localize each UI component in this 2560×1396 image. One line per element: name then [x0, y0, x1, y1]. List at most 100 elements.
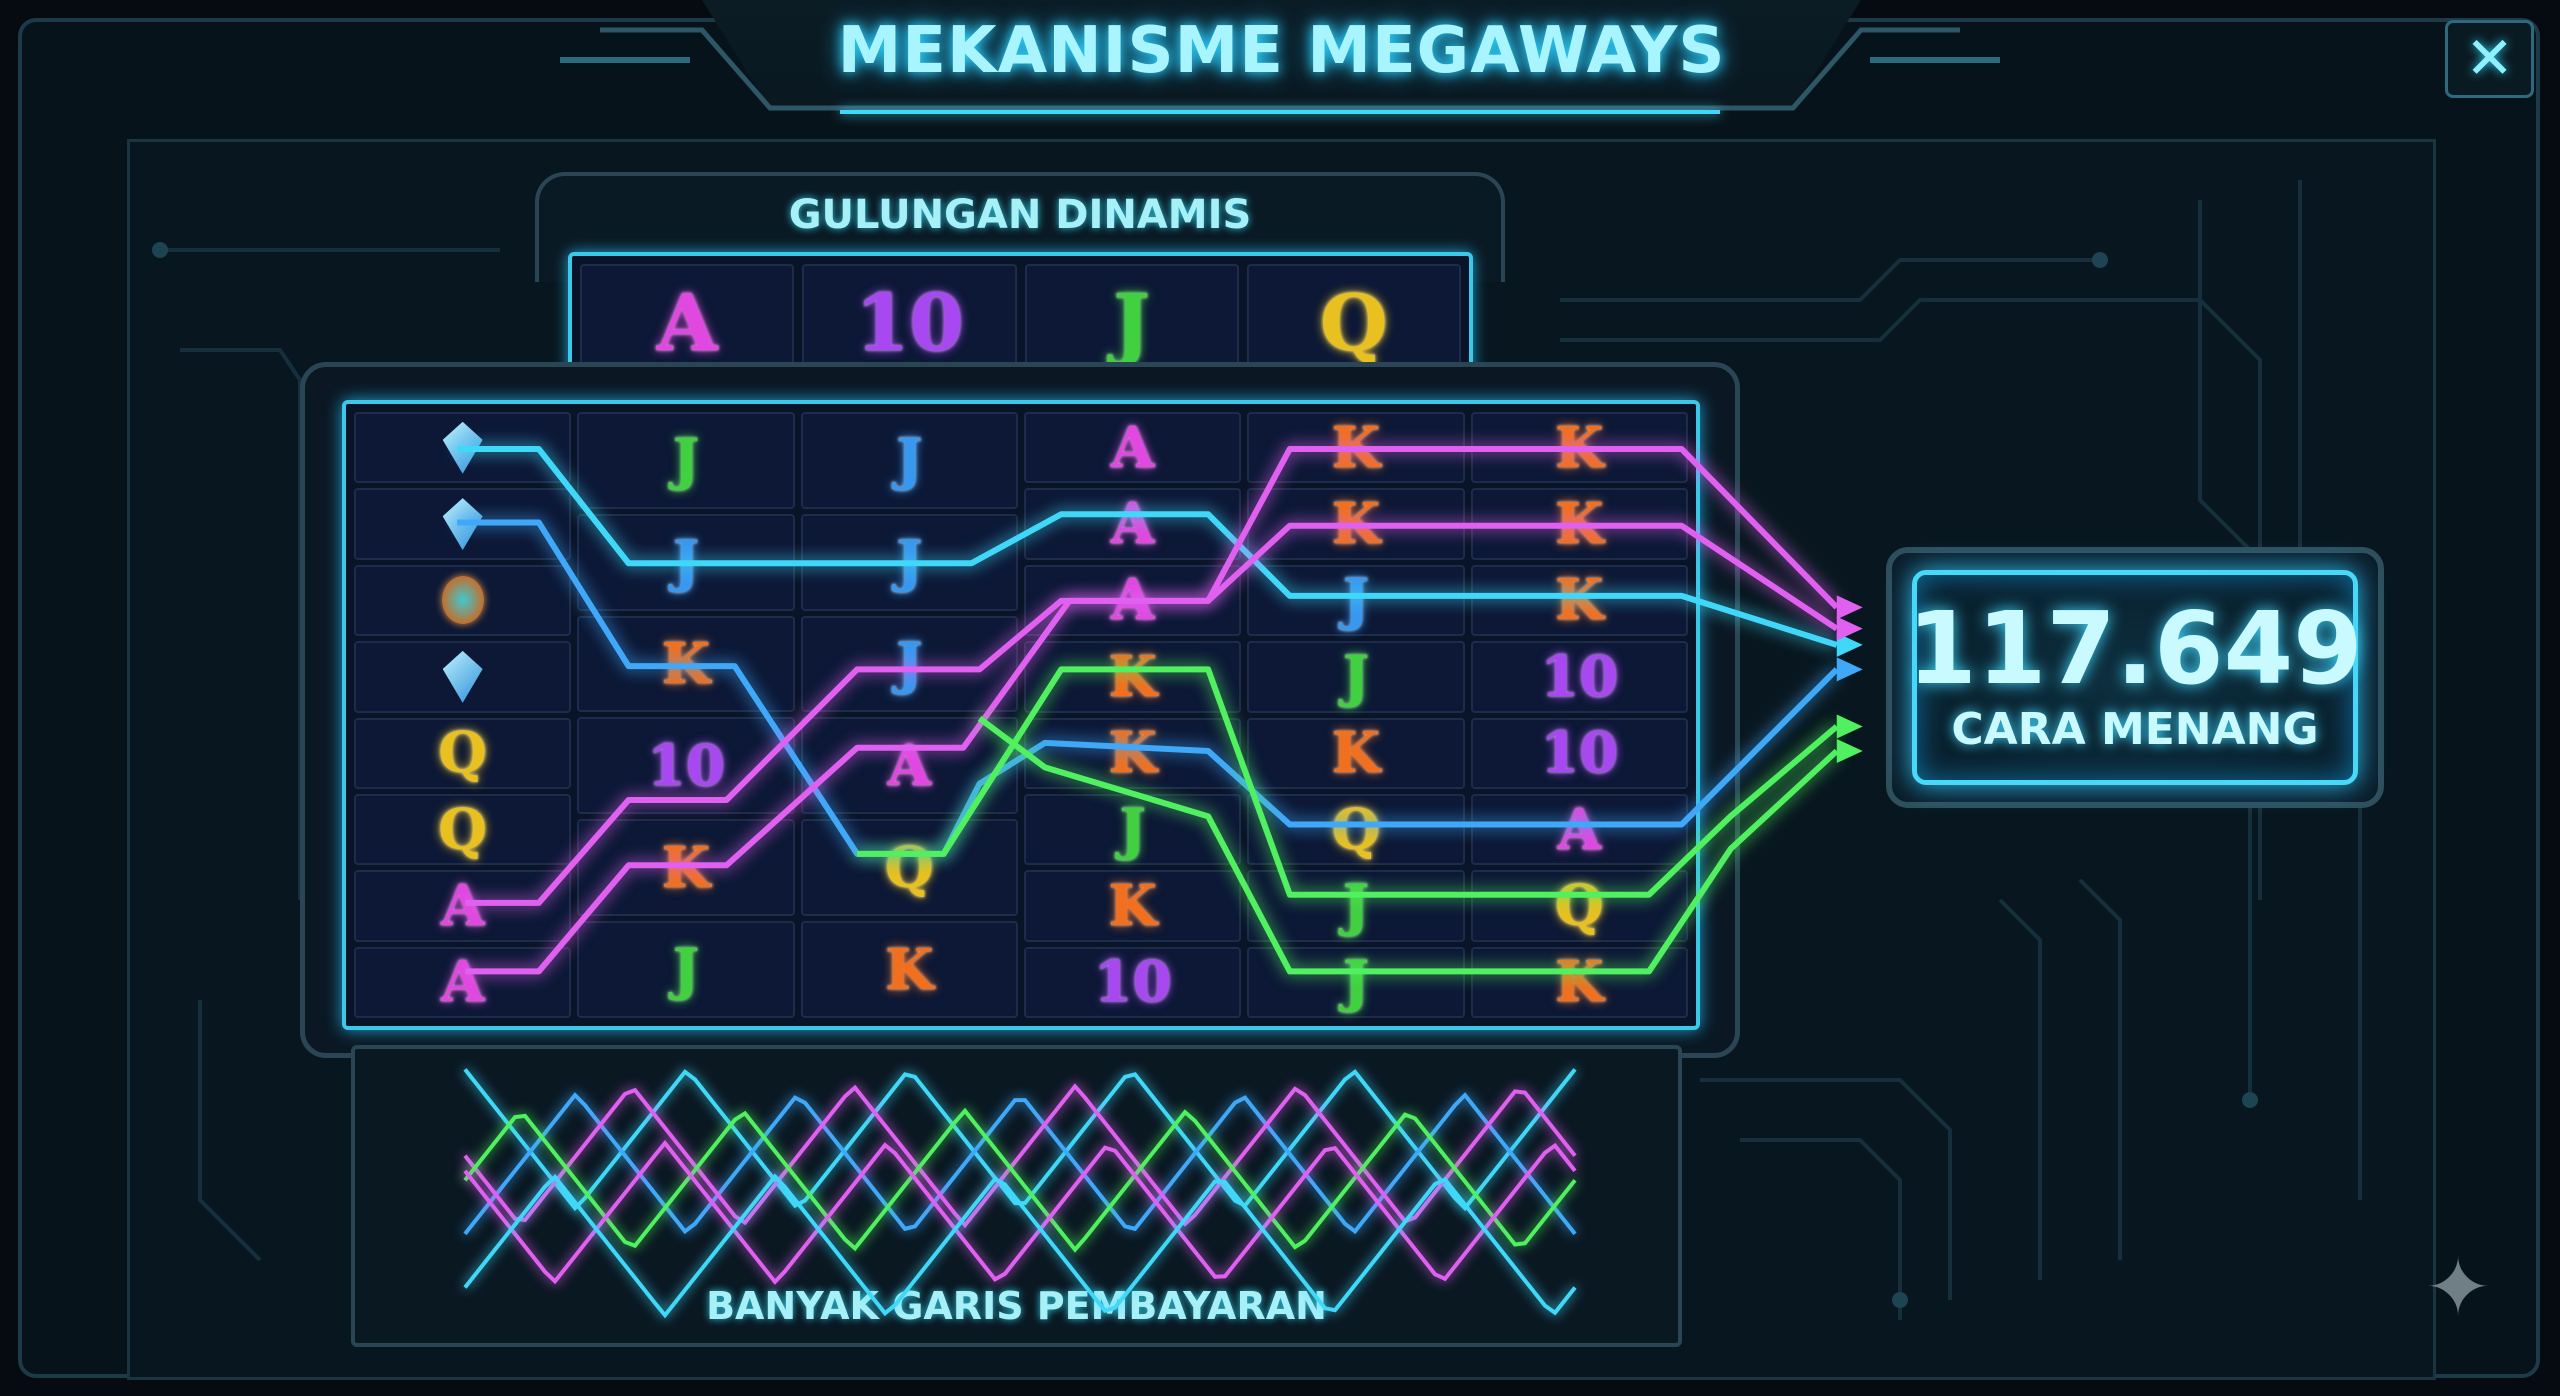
- reel-symbol: Q: [884, 834, 934, 901]
- reel-symbol: A: [1110, 567, 1155, 634]
- reel-cell: A: [354, 870, 572, 942]
- reel-symbol: J: [896, 529, 923, 596]
- reel-symbol: 10: [855, 278, 964, 369]
- paylines-panel-label: BANYAK GARIS PEMBAYARAN: [706, 1284, 1327, 1328]
- title-banner-border: [560, 27, 2000, 114]
- reel-cell: A: [1470, 793, 1688, 866]
- reel-cell: A: [1023, 412, 1242, 484]
- reel-cell: Q: [1247, 793, 1465, 866]
- reel-cell: 10: [577, 717, 795, 815]
- reel-cell: K: [1247, 412, 1465, 484]
- reel-symbol: J: [672, 427, 700, 494]
- reel-symbol: Q: [438, 720, 488, 787]
- title-banner: [702, 0, 1861, 111]
- reel-cell: K: [1247, 717, 1465, 789]
- reel-cell: K: [1470, 946, 1688, 1018]
- blue-gem-icon: [442, 498, 483, 551]
- reel-symbol: K: [661, 631, 711, 698]
- reel-cell: 10: [1023, 946, 1242, 1018]
- reel-symbol: J: [1113, 278, 1151, 369]
- reel-cell: J: [800, 615, 1018, 713]
- reel-symbol: K: [884, 936, 934, 1003]
- reel-cell: J: [1247, 946, 1465, 1018]
- amber-orb-icon: [441, 576, 484, 625]
- reel-cell: J: [1247, 870, 1465, 942]
- reel-cell: [354, 412, 572, 484]
- reel-symbol: A: [1110, 491, 1155, 558]
- reel-cell: J: [1247, 641, 1465, 713]
- reel-symbol: J: [896, 631, 923, 698]
- reel-symbol: Q: [1554, 872, 1604, 939]
- close-button[interactable]: ✕: [2445, 20, 2534, 98]
- reel-cell: K: [1470, 412, 1688, 484]
- reel-cell: J: [577, 513, 795, 611]
- reel-symbol: 10: [1093, 949, 1172, 1016]
- reel-symbol: A: [1557, 796, 1602, 863]
- reel-cell: J: [800, 513, 1018, 611]
- reel-symbol: Q: [438, 796, 488, 863]
- reel-symbol: A: [887, 732, 932, 799]
- reel-header-label: GULUNGAN DINAMIS: [788, 192, 1252, 238]
- sparkle-icon: ✦: [2424, 1241, 2492, 1334]
- reel-cell: Q: [800, 819, 1018, 917]
- reel-cell: K: [1023, 641, 1242, 713]
- close-icon: ✕: [2465, 24, 2514, 92]
- reel-cell: J: [1023, 793, 1242, 866]
- reel-cell: A: [1023, 488, 1242, 560]
- reel-cell: Q: [354, 717, 572, 789]
- reel-cell: K: [577, 819, 795, 917]
- reel-cell: 10: [1470, 641, 1688, 713]
- reel-symbol: J: [1342, 949, 1370, 1016]
- reel-symbol: K: [1554, 567, 1604, 634]
- reel-symbol: Q: [1319, 278, 1388, 369]
- reel-symbol: 10: [1540, 720, 1619, 787]
- reel-symbol: J: [672, 936, 700, 1003]
- reel-cell: K: [1023, 717, 1242, 789]
- reel-symbol: J: [1342, 567, 1370, 634]
- reel-symbol: 10: [647, 732, 725, 799]
- reel-cell: J: [577, 921, 795, 1018]
- reel-cell: A: [354, 946, 572, 1018]
- reel-symbol: A: [440, 949, 485, 1016]
- reel-cell: [354, 641, 572, 713]
- reel-symbol: Q: [1331, 796, 1381, 863]
- ways-to-win-panel: [1912, 570, 2358, 785]
- reel-cell: [354, 488, 572, 560]
- reel-cell: K: [800, 921, 1018, 1018]
- reel-symbol: K: [1554, 414, 1604, 481]
- reel-symbol: A: [440, 872, 485, 939]
- reel-cell: K: [1247, 488, 1465, 560]
- reel-cell: Q: [1470, 870, 1688, 942]
- reel-cell: K: [1470, 488, 1688, 560]
- reel-cell: K: [1023, 870, 1242, 942]
- blue-gem-icon: [442, 650, 483, 703]
- reel-symbol: K: [1331, 414, 1381, 481]
- reel-symbol: J: [1342, 643, 1370, 710]
- reel-cell: [354, 564, 572, 637]
- reel-symbol: A: [1110, 414, 1155, 481]
- reel-cell: A: [1023, 564, 1242, 637]
- reel-symbol: K: [1331, 720, 1381, 787]
- reel-cell: J: [800, 412, 1018, 509]
- reel-symbol: K: [1554, 949, 1604, 1016]
- reel-symbol: K: [1108, 720, 1157, 787]
- reel-symbol: K: [661, 834, 711, 901]
- blue-gem-icon: [442, 421, 483, 474]
- reel-cell: K: [1470, 564, 1688, 637]
- dialog-title: MEKANISME MEGAWAYS: [837, 14, 1726, 88]
- reel-cell: J: [1247, 564, 1465, 637]
- reel-symbol: J: [896, 427, 923, 494]
- reel-cell: K: [577, 615, 795, 713]
- reel-symbol: A: [656, 278, 718, 369]
- reel-symbol: K: [1554, 491, 1604, 558]
- reel-symbol: J: [1342, 872, 1370, 939]
- reel-symbol: J: [1119, 796, 1146, 863]
- ways-label: CARA MENANG: [1951, 704, 2319, 755]
- reel-cell: Q: [354, 793, 572, 866]
